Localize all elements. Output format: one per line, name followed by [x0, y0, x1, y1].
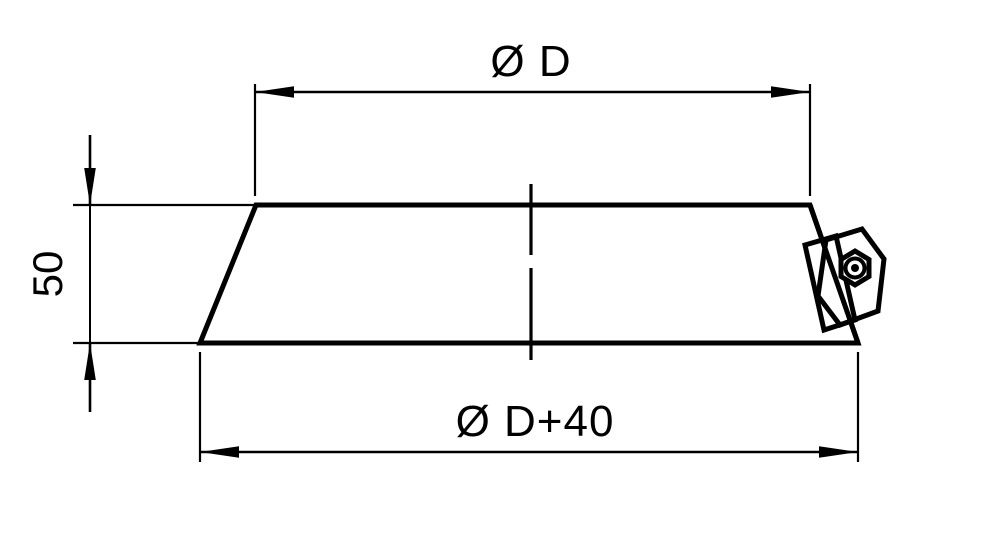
part-outline-group: [196, 202, 862, 346]
left-dim-arrowhead-bottom: [84, 343, 96, 380]
shell-right-edge-overlay: [807, 204, 861, 344]
part-outline: [196, 202, 862, 346]
bottom-dim-arrowhead-right: [819, 446, 858, 458]
left-dim-arrowhead-top: [84, 168, 96, 205]
bracket-strap: [802, 232, 858, 334]
top-dim-arrowhead-right: [771, 86, 810, 98]
left-dimension-label: 50: [24, 251, 71, 298]
bottom-dimension-label: Ø D+40: [456, 397, 615, 446]
top-dim-arrowhead-left: [255, 86, 294, 98]
mounting-bracket-group: [802, 204, 887, 344]
bottom-dimension-group: Ø D+40: [198, 352, 860, 462]
left-dimension-group: 50: [24, 135, 258, 412]
bolt-bore-circle: [851, 264, 859, 272]
top-dimension-label: Ø D: [490, 37, 571, 86]
bottom-dim-arrowhead-left: [200, 446, 239, 458]
top-dimension-group: Ø D: [253, 37, 812, 196]
